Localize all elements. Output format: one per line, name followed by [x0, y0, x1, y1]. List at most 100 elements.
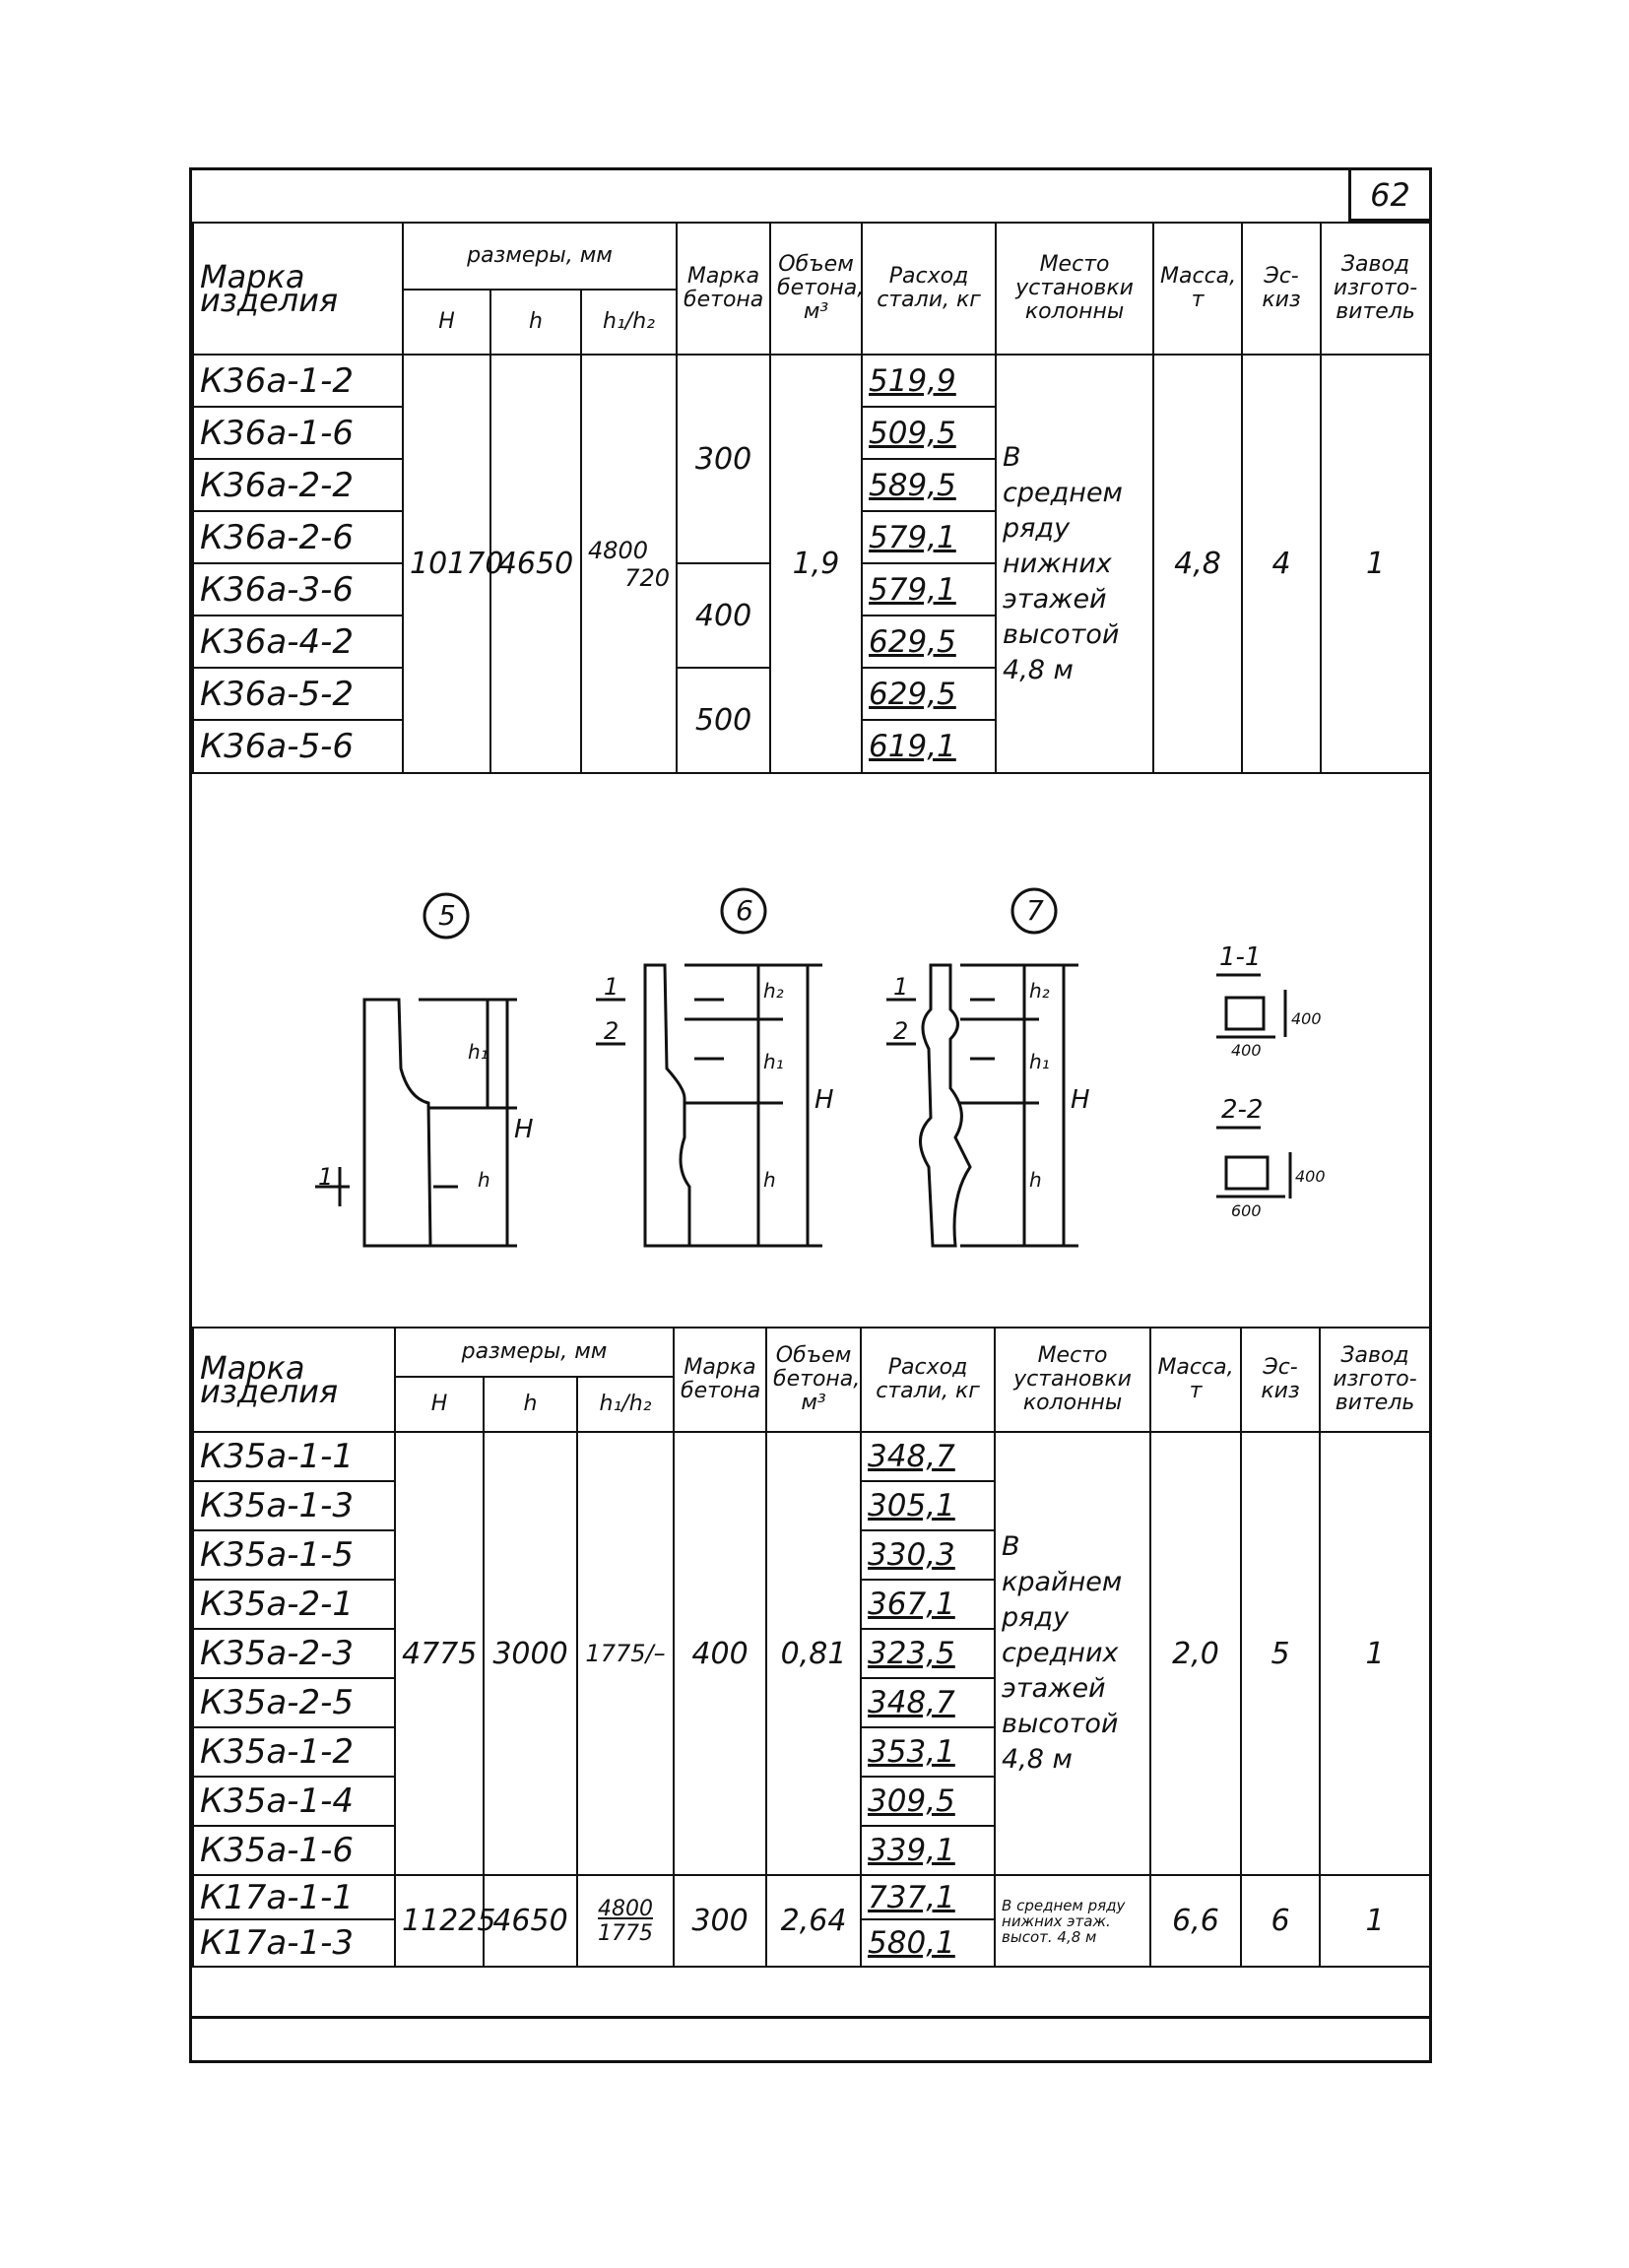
table2-h1h2: 1775/–	[575, 1431, 676, 1876]
cut-mark-2: 2	[604, 1017, 619, 1045]
section-label-2-2: 2-2	[1221, 1095, 1263, 1125]
k17-plant: 1	[1319, 1874, 1432, 1968]
table1-concrete-500: 500	[676, 667, 772, 774]
table1-steel: 509,5	[861, 406, 998, 460]
dim-h2: h₂	[1029, 979, 1050, 1003]
column-sketches: 5 6 7 1-1 2-2 400 400 600 400 1 1 2 1 2 …	[315, 887, 1326, 1248]
table2-mark: К35а-1-5	[192, 1529, 396, 1581]
dim-h: h	[763, 1168, 776, 1192]
dim-h: h	[1029, 1168, 1042, 1192]
sketch-label-5: 5	[438, 899, 456, 932]
table2-mass: 2,0	[1149, 1431, 1243, 1876]
k17-mark: К17а-1-3	[192, 1918, 396, 1968]
table2-h: 3000	[483, 1431, 578, 1876]
table1-steel: 629,5	[861, 667, 998, 721]
section-2-width: 600	[1231, 1201, 1262, 1220]
table1-place: В среднем ряду нижних этажей высотой 4,8…	[995, 354, 1155, 774]
k17-h: 4650	[483, 1874, 578, 1968]
k17-place: В среднем ряду нижних этаж. высот. 4,8 м	[994, 1874, 1152, 1968]
header-steel: Расход стали, кг	[860, 1327, 997, 1433]
k17-h1: 4800	[598, 1896, 654, 1921]
k17-mark: К17а-1-1	[192, 1874, 396, 1920]
dim-H: H	[514, 1115, 534, 1144]
header-mark: Марка изделия	[192, 1327, 396, 1433]
header-mass: Масса, т	[1149, 1327, 1243, 1433]
section-2-height: 400	[1295, 1167, 1326, 1186]
cut-mark-1: 1	[893, 973, 908, 1001]
table2-volume: 0,81	[765, 1431, 863, 1876]
table1-concrete-400: 400	[676, 562, 772, 669]
spec-table-2: Марка изделия размеры, мм Марка бетона О…	[192, 1327, 1432, 1968]
header-sizes: размеры, мм	[393, 1327, 676, 1378]
table2-steel: 353,1	[860, 1726, 997, 1778]
header-volume: Объем бетона, м³	[765, 1327, 863, 1433]
table1-mark: К36а-4-2	[192, 615, 404, 669]
column-7-outline	[919, 963, 972, 1248]
drawing-sheet: 62 Марка изделия размеры, мм Марка бетон…	[189, 167, 1432, 2063]
k17-mass: 6,6	[1149, 1874, 1243, 1968]
sketch-label-5-circle	[423, 892, 470, 940]
table2-sketch: 5	[1240, 1431, 1322, 1876]
section-label-1-1: 1-1	[1219, 942, 1261, 972]
k17-h1h2: 4800 1775	[575, 1874, 676, 1968]
spec-table-1: Марка изделия размеры, мм Марка бетона О…	[192, 222, 1432, 774]
table1-steel: 619,1	[861, 719, 998, 774]
k17-steel: 737,1	[860, 1874, 997, 1920]
header-h1h2: h₁/h₂	[575, 1376, 676, 1433]
header-H: H	[402, 289, 491, 356]
table2-mark: К35а-2-5	[192, 1677, 396, 1728]
sketch-label-6: 6	[736, 894, 753, 927]
header-plant: Завод изгото-витель	[1320, 222, 1432, 356]
table1-steel: 579,1	[861, 510, 998, 564]
dim-h2: h₂	[763, 979, 784, 1003]
k17-sketch: 6	[1240, 1874, 1322, 1968]
header-mark: Марка изделия	[192, 222, 404, 356]
table2-concrete: 400	[673, 1431, 768, 1876]
table2-plant: 1	[1319, 1431, 1432, 1876]
table1-h: 4650	[489, 354, 582, 774]
table1-mass: 4,8	[1152, 354, 1244, 774]
table1-mark: К36а-1-6	[192, 406, 404, 460]
section-1-1	[1224, 996, 1266, 1031]
header-h: h	[483, 1376, 578, 1433]
table2-steel: 348,7	[860, 1677, 997, 1728]
table1-steel: 589,5	[861, 458, 998, 512]
table2-steel: 323,5	[860, 1628, 997, 1679]
k17-h2: 1775	[598, 1920, 654, 1946]
header-plant: Завод изгото-витель	[1319, 1327, 1432, 1433]
page-number: 62	[1348, 170, 1429, 222]
table1-volume: 1,9	[769, 354, 864, 774]
section-2-2	[1224, 1155, 1270, 1191]
k17-H: 11225	[394, 1874, 495, 1968]
table1-concrete-300: 300	[676, 354, 772, 564]
section-1-height: 400	[1291, 1009, 1322, 1028]
cut-mark-2: 2	[893, 1017, 908, 1045]
k17-steel: 580,1	[860, 1918, 997, 1968]
header-sketch: Эс-киз	[1240, 1327, 1322, 1433]
table1-mark: К36а-2-2	[192, 458, 404, 512]
table1-h2: 720	[624, 563, 671, 592]
table1-steel: 579,1	[861, 562, 998, 616]
bottom-strip	[192, 2016, 1429, 2060]
table2-steel: 309,5	[860, 1776, 997, 1827]
table1-H: 10170	[402, 354, 503, 774]
table1-mark: К36а-1-2	[192, 354, 404, 408]
sketch-label-7: 7	[1026, 894, 1044, 927]
table2-steel: 348,7	[860, 1431, 997, 1482]
k17-concrete: 300	[673, 1874, 768, 1968]
table2-steel: 367,1	[860, 1579, 997, 1630]
dim-h1: h₁	[468, 1040, 489, 1064]
sketch-label-7-circle	[1010, 887, 1058, 935]
header-sketch: Эс-киз	[1241, 222, 1323, 356]
table2-mark: К35а-1-6	[192, 1825, 396, 1876]
table1-steel: 519,9	[861, 354, 998, 408]
table2-steel: 339,1	[860, 1825, 997, 1876]
table1-mark: К36а-2-6	[192, 510, 404, 564]
dim-h1: h₁	[1029, 1050, 1050, 1073]
column-6-outline	[643, 963, 691, 1248]
table2-steel: 305,1	[860, 1480, 997, 1531]
header-place: Место установки колонны	[995, 222, 1155, 356]
table2-mark: К35а-2-3	[192, 1628, 396, 1679]
table2-mark: К35а-1-2	[192, 1726, 396, 1778]
dim-h: h	[478, 1168, 490, 1192]
